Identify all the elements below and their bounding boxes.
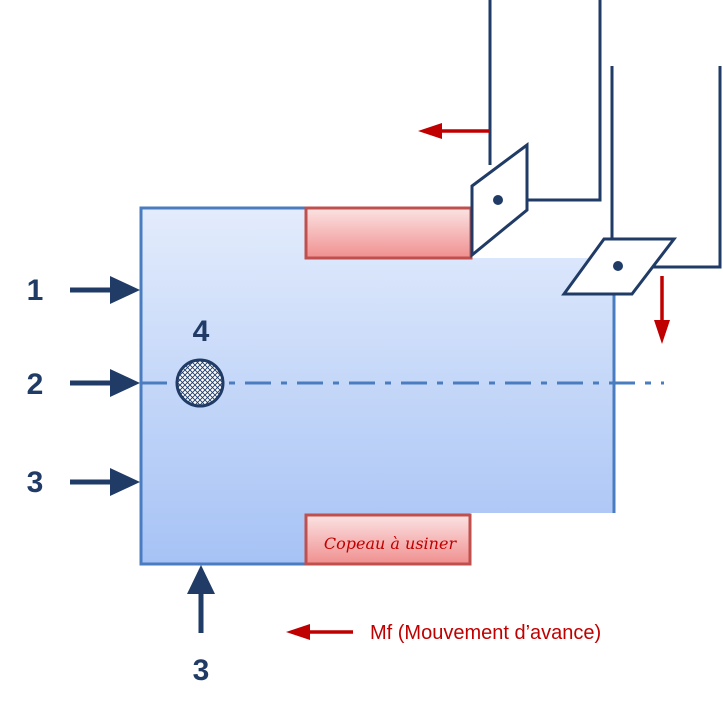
label-1: 1 (27, 274, 44, 307)
feed-motion-label: Mf (Mouvement d’avance) (370, 622, 601, 644)
workpiece (141, 208, 614, 564)
chip-bottom (304, 513, 472, 566)
support-arrow-1 (70, 276, 140, 304)
centering-pin (175, 358, 225, 408)
mask-right (472, 513, 632, 573)
cutting-tool-1 (470, 0, 602, 259)
cutting-tool-2 (561, 66, 722, 296)
workpiece-outline (139, 206, 306, 566)
tool-1-screw (493, 195, 503, 205)
support-arrow-3-bottom (187, 565, 215, 633)
support-arrow-2 (70, 369, 140, 397)
chip-top (304, 206, 473, 260)
label-3-bottom: 3 (193, 654, 210, 687)
chip-label: Copeau à usiner (324, 534, 458, 553)
label-3-left: 3 (27, 466, 44, 499)
tool-2-motion-arrow (654, 276, 670, 344)
tool-2-screw (613, 261, 623, 271)
support-arrow-3-left (70, 468, 140, 496)
label-4: 4 (193, 315, 210, 348)
label-2: 2 (27, 368, 44, 401)
feed-direction-arrow (286, 624, 353, 640)
tool-1-motion-arrow (418, 123, 490, 139)
